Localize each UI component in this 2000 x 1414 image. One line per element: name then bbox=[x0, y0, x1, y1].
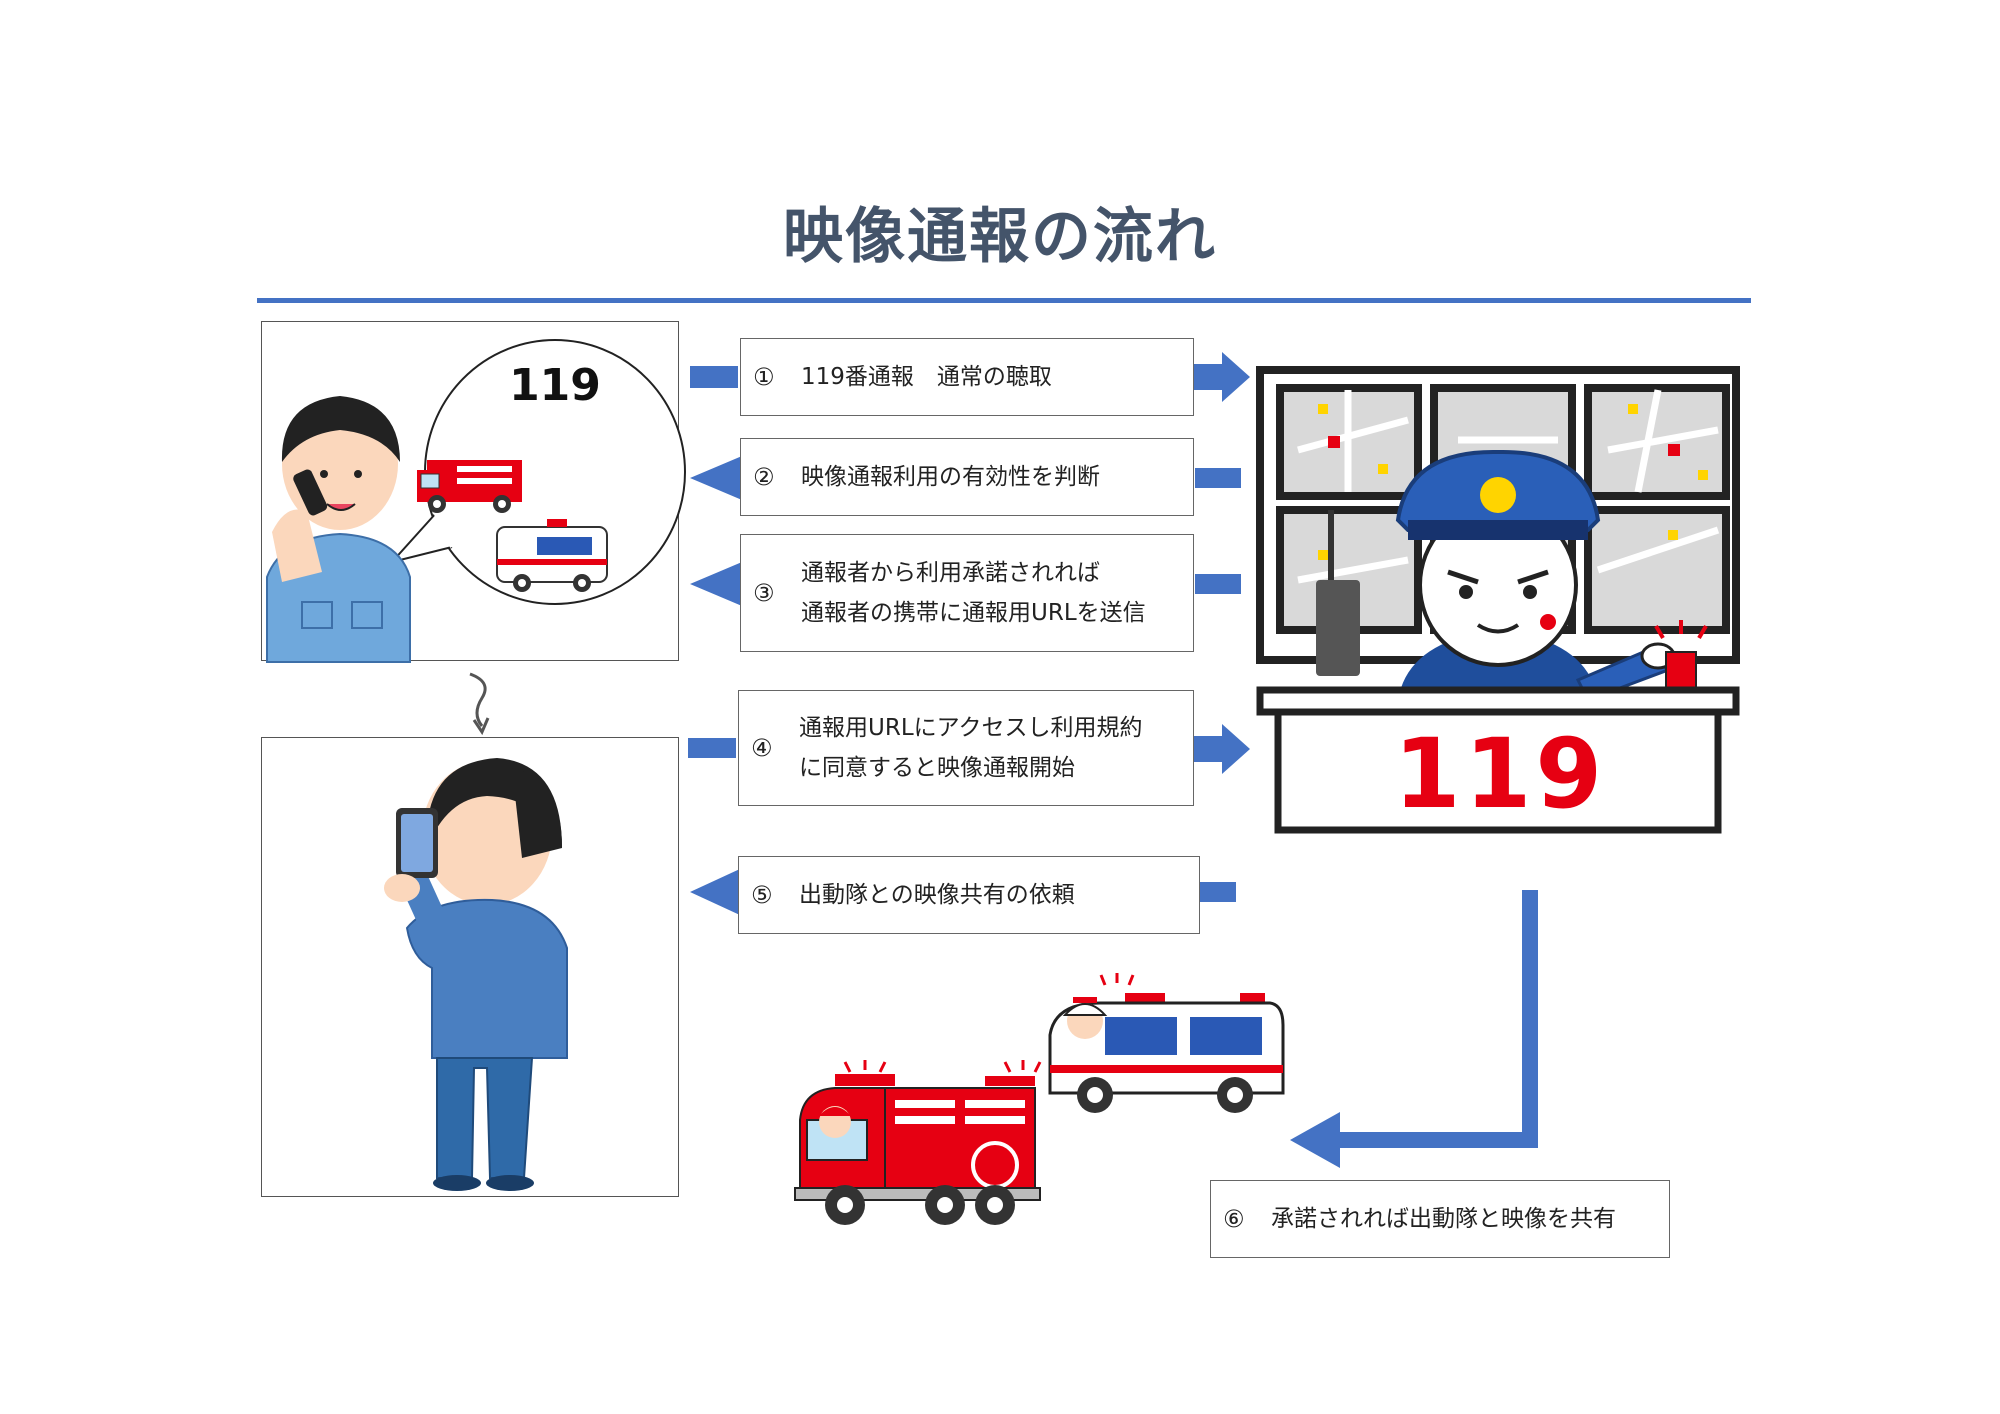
step-3-line-1: 通報者から利用承諾されれば bbox=[801, 560, 1100, 586]
video-caller-illustration bbox=[384, 758, 568, 1191]
step-1-box: ① 119番通報 通常の聴取 bbox=[740, 338, 1194, 416]
step-4-number: ④ bbox=[751, 734, 773, 762]
step-6-text: 承諾されれば出動隊と映像を共有 bbox=[1271, 1206, 1616, 1232]
arrow-2-head-icon bbox=[690, 456, 742, 500]
arrow-6-vertical bbox=[1522, 890, 1538, 1148]
step-4-text: 通報用URLにアクセスし利用規約 に同意すると映像通報開始 bbox=[799, 708, 1142, 788]
title-divider bbox=[257, 298, 1751, 303]
arrow-5-right-stub bbox=[1200, 882, 1236, 902]
caller-illustration bbox=[266, 339, 686, 663]
arrow-4-head-icon bbox=[1192, 724, 1250, 774]
step-4-line-1: 通報用URLにアクセスし利用規約 bbox=[799, 715, 1143, 741]
arrow-4-left-stub bbox=[688, 738, 736, 758]
step-3-line-2: 通報者の携帯に通報用URLを送信 bbox=[801, 600, 1146, 626]
arrow-1-left-stub bbox=[690, 366, 738, 388]
caller-panel: 119 bbox=[261, 321, 686, 663]
step-5-number: ⑤ bbox=[751, 881, 773, 909]
step-3-text: 通報者から利用承諾されれば 通報者の携帯に通報用URLを送信 bbox=[801, 553, 1146, 633]
arrow-6-horizontal bbox=[1335, 1132, 1538, 1148]
curved-down-arrow-icon bbox=[469, 672, 490, 736]
fire-engine-illustration bbox=[794, 1060, 1042, 1225]
step-6-box: ⑥ 承諾されれば出動隊と映像を共有 bbox=[1210, 1180, 1670, 1258]
ambulance-illustration bbox=[1048, 973, 1285, 1113]
step-3-number: ③ bbox=[753, 579, 775, 607]
step-2-box: ② 映像通報利用の有効性を判断 bbox=[740, 438, 1194, 516]
page-title: 映像通報の流れ bbox=[783, 202, 1217, 272]
step-6-number: ⑥ bbox=[1223, 1205, 1245, 1233]
bubble-number: 119 bbox=[509, 360, 601, 411]
video-caller-panel bbox=[261, 737, 679, 1197]
arrow-6-head-icon bbox=[1290, 1112, 1340, 1168]
step-5-box: ⑤ 出動隊との映像共有の依頼 bbox=[738, 856, 1200, 934]
step-1-text: 119番通報 通常の聴取 bbox=[801, 364, 1052, 390]
step-4-box: ④ 通報用URLにアクセスし利用規約 に同意すると映像通報開始 bbox=[738, 690, 1194, 806]
step-1-number: ① bbox=[753, 363, 775, 391]
arrow-3-head-icon bbox=[690, 562, 742, 606]
step-2-text: 映像通報利用の有効性を判断 bbox=[801, 464, 1100, 490]
step-4-line-2: に同意すると映像通報開始 bbox=[799, 755, 1075, 781]
arrow-1-head-icon bbox=[1192, 352, 1250, 402]
arrow-2-right-stub bbox=[1195, 468, 1241, 488]
arrow-5-head-icon bbox=[690, 868, 742, 916]
arrow-3-right-stub bbox=[1195, 574, 1241, 594]
step-2-number: ② bbox=[753, 463, 775, 491]
step-5-text: 出動隊との映像共有の依頼 bbox=[799, 882, 1075, 908]
dispatcher-illustration bbox=[1256, 366, 1740, 834]
desk-number: 119 bbox=[1393, 718, 1607, 830]
step-3-box: ③ 通報者から利用承諾されれば 通報者の携帯に通報用URLを送信 bbox=[740, 534, 1194, 652]
